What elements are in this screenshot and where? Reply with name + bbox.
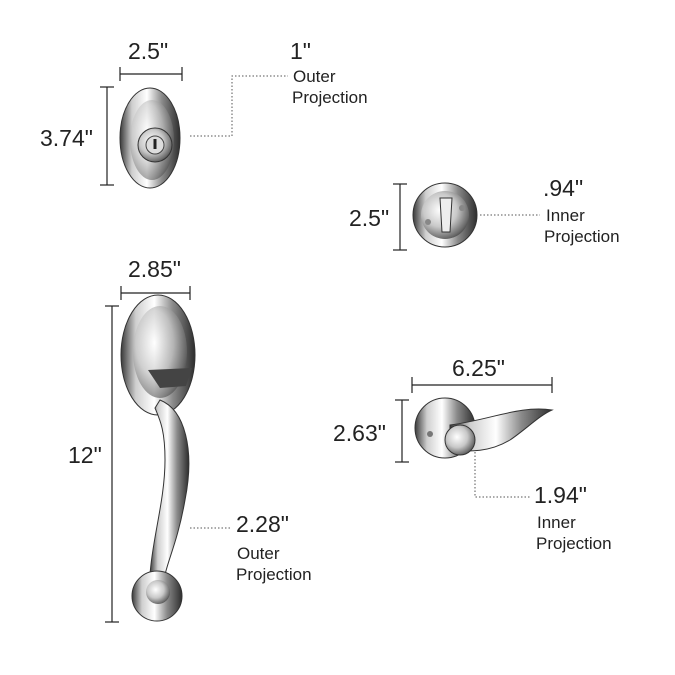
interior-projection-side: Inner (546, 206, 585, 225)
lever-projection-value: 1.94" (534, 482, 587, 508)
lever-width-label: 6.25" (452, 355, 505, 381)
deadbolt-height-label: 3.74" (40, 125, 93, 151)
projection-leaders (190, 75, 540, 529)
lever-image (414, 397, 554, 459)
interior-height-label: 2.5" (349, 205, 390, 231)
handleset-width-label: 2.85" (128, 256, 181, 282)
deadbolt-exterior-image (119, 87, 181, 189)
deadbolt-projection-side: Outer (293, 67, 336, 86)
handleset-projection-label: Projection (236, 565, 312, 584)
deadbolt-width-label: 2.5" (128, 38, 169, 64)
dimension-lines (100, 67, 553, 623)
interior-projection-value: .94" (543, 175, 584, 201)
handleset-projection-side: Outer (237, 544, 280, 563)
deadbolt-interior-image (412, 182, 478, 248)
handleset-height-label: 12" (68, 442, 102, 468)
handleset-projection-value: 2.28" (236, 511, 289, 537)
lever-projection-side: Inner (537, 513, 576, 532)
deadbolt-projection-value: 1" (290, 38, 311, 64)
interior-projection-label: Projection (544, 227, 620, 246)
lever-projection-label: Projection (536, 534, 612, 553)
lever-height-label: 2.63" (333, 420, 386, 446)
handleset-image (120, 294, 196, 622)
deadbolt-projection-label: Projection (292, 88, 368, 107)
